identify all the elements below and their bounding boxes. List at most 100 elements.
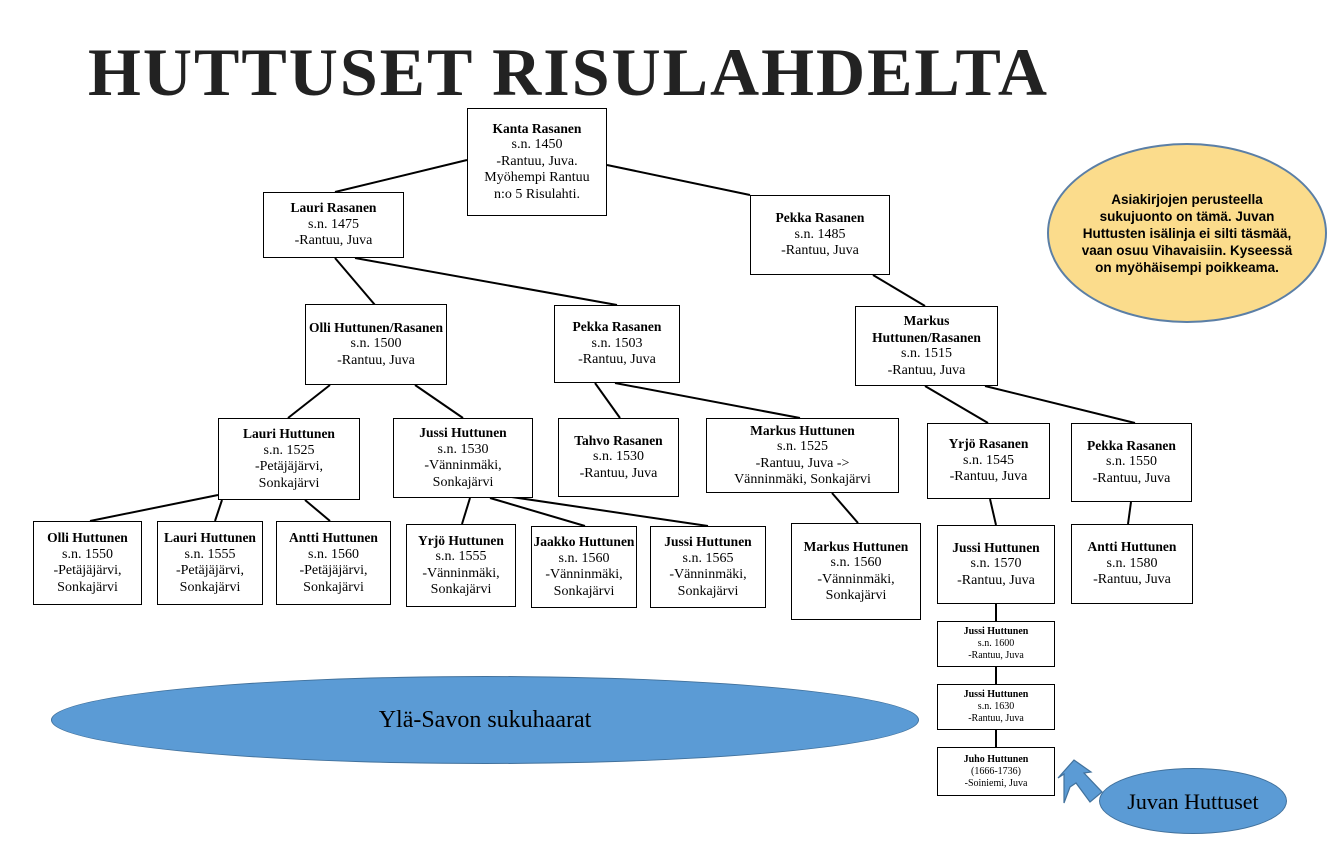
person-detail-line: -Vänninmäki, bbox=[545, 567, 623, 582]
person-detail-line: s.n. 1555 bbox=[184, 546, 236, 562]
person-detail-line: -Vänninmäki, bbox=[817, 571, 895, 587]
person-detail-line: s.n. 1525 bbox=[263, 442, 315, 458]
link-pekka1503-markus1525 bbox=[614, 382, 801, 419]
person-name: Yrjö Huttunen bbox=[418, 532, 504, 548]
person-name: Kanta Rasanen bbox=[492, 120, 582, 136]
person-detail-line: -Rantuu, Juva bbox=[1093, 572, 1171, 588]
explanatory-note-bubble: Asiakirjojen perusteella sukujuonto on t… bbox=[1047, 143, 1327, 323]
person-detail-line: -Soiniemi, Juva bbox=[964, 777, 1028, 789]
person-detail-line: s.n. 1450 bbox=[511, 137, 563, 153]
person-detail-line: Sonkajärvi bbox=[553, 583, 615, 599]
person-detail-line: -Petäjäjärvi, bbox=[175, 563, 245, 578]
person-name: Jussi Huttunen bbox=[664, 534, 752, 549]
person-detail-line: s.n. 1475 bbox=[308, 216, 359, 232]
person-detail-line: -Rantuu, Juva bbox=[968, 650, 1024, 661]
link-jussi1530-jussi1565 bbox=[504, 495, 709, 527]
person-name: Lauri Rasanen bbox=[290, 200, 377, 216]
person-detail-line: s.n. 1545 bbox=[963, 452, 1014, 468]
link-kanta-lauri1475 bbox=[334, 159, 468, 193]
person-detail-line: s.n. 1565 bbox=[682, 550, 734, 566]
juva-huttuset-label: Juvan Huttuset bbox=[1099, 768, 1287, 834]
person-detail-line: s.n. 1600 bbox=[977, 638, 1015, 649]
person-name: Antti Huttunen bbox=[1087, 539, 1177, 555]
person-name: Pekka Rasanen bbox=[775, 210, 865, 226]
person-detail-line: s.n. 1580 bbox=[1106, 555, 1158, 571]
person-detail-line: Sonkajärvi bbox=[430, 582, 492, 597]
link-pekka1550-antti1580 bbox=[1127, 501, 1132, 525]
person-detail-line: Sonkajärvi bbox=[303, 579, 364, 595]
person-detail-line: -Rantuu, Juva -> bbox=[755, 455, 850, 471]
link-lauri1525-antti1560 bbox=[304, 499, 331, 522]
person-detail-line: s.n. 1550 bbox=[1106, 454, 1157, 470]
person-name: Markus Huttunen/Rasanen bbox=[872, 313, 981, 345]
person-detail-line: -Rantuu, Juva bbox=[957, 572, 1035, 588]
person-detail-line: s.n. 1503 bbox=[591, 335, 643, 351]
person-detail-line: -Rantuu, Juva bbox=[578, 352, 656, 368]
upper-savo-branches-label: Ylä-Savon sukuhaarat bbox=[51, 676, 919, 764]
link-lauri1525-olli1550 bbox=[89, 494, 219, 522]
person-detail-line: s.n. 1560 bbox=[308, 546, 359, 562]
link-pekka1503-tahvo1530 bbox=[594, 382, 621, 419]
person-name: Markus Huttunen bbox=[750, 422, 855, 438]
person-detail-line: s.n. 1560 bbox=[558, 550, 610, 566]
person-name: Lauri Huttunen bbox=[164, 530, 256, 545]
person-detail-line: n:o 5 Risulahti. bbox=[494, 186, 580, 202]
person-node-juho1666: Juho Huttunen(1666-1736)-Soiniemi, Juva bbox=[937, 747, 1055, 796]
person-detail-line: s.n. 1550 bbox=[62, 546, 113, 562]
person-detail-line: s.n. 1500 bbox=[350, 336, 402, 352]
person-detail-line: Sonkajärvi bbox=[677, 583, 739, 599]
person-detail-line: Sonkajärvi bbox=[57, 579, 118, 595]
person-detail-line: s.n. 1525 bbox=[777, 439, 828, 454]
link-lauri1525-lauri1555 bbox=[214, 499, 223, 522]
person-detail-line: s.n. 1630 bbox=[977, 701, 1015, 712]
person-name: Jussi Huttunen bbox=[952, 539, 1040, 555]
person-name: Lauri Huttunen bbox=[243, 426, 335, 441]
person-detail-line: -Vänninmäki, bbox=[424, 458, 502, 473]
link-yrjo1545-jussi1570 bbox=[989, 498, 997, 526]
person-name: Pekka Rasanen bbox=[572, 319, 662, 335]
person-detail-line: s.n. 1530 bbox=[437, 441, 489, 457]
link-jussi1530-yrjo1555 bbox=[461, 497, 471, 525]
person-detail-line: -Rantuu, Juva bbox=[579, 465, 658, 481]
link-olli1500-jussi1530 bbox=[414, 384, 464, 419]
person-detail-line: s.n. 1515 bbox=[901, 346, 952, 361]
person-detail-line: s.n. 1485 bbox=[794, 226, 846, 242]
person-detail-line: s.n. 1530 bbox=[593, 449, 644, 465]
person-detail-line: Sonkajärvi bbox=[432, 474, 494, 490]
link-pekka1485-markus1515 bbox=[872, 274, 926, 307]
page-title: HUTTUSET RISULAHDELTA bbox=[88, 34, 1049, 110]
link-lauri1475-olli1500 bbox=[334, 257, 376, 306]
person-name: Jaakko Huttunen bbox=[533, 534, 635, 549]
person-name: Jussi Huttunen bbox=[419, 425, 507, 440]
link-markus1515-pekka1550 bbox=[984, 385, 1136, 424]
person-detail-line: Sonkajärvi bbox=[179, 579, 241, 595]
link-jussi1530-jaakko1560 bbox=[489, 497, 586, 527]
person-detail-line: -Rantuu, Juva bbox=[887, 362, 966, 378]
person-detail-line: -Petäjäjärvi, bbox=[254, 459, 324, 474]
person-detail-line: -Rantuu, Juva bbox=[781, 243, 859, 259]
person-detail-line: -Petäjäjärvi, bbox=[53, 563, 122, 578]
person-detail-line: -Rantuu, Juva bbox=[968, 713, 1024, 724]
link-kanta-pekka1485 bbox=[606, 164, 751, 196]
person-detail-line: Sonkajärvi bbox=[825, 588, 887, 603]
link-olli1500-lauri1525 bbox=[287, 384, 331, 419]
